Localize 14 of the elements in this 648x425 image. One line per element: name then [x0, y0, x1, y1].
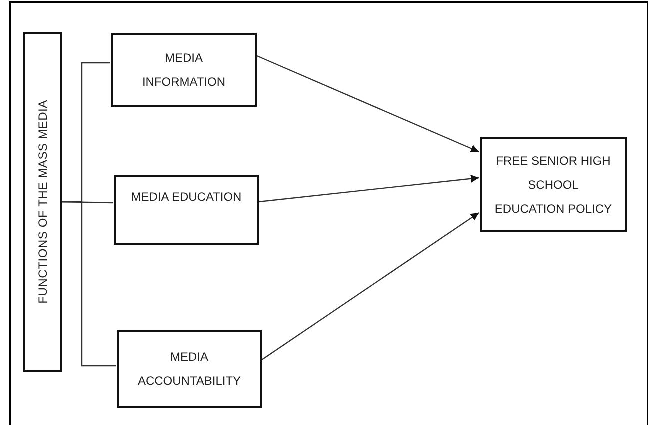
text-box: [480, 137, 627, 232]
box-label: FREE SENIOR HIGH SCHOOL EDUCATION POLICY: [494, 152, 612, 218]
box-label: MEDIA ACCOUNTABILITY: [136, 349, 242, 390]
connector-line: [62, 201, 116, 367]
box-label: MEDIA INFORMATION: [141, 50, 227, 91]
text-box: [114, 175, 259, 245]
arrow: [256, 55, 480, 153]
vertical-label-box: [23, 32, 62, 372]
text-box: [117, 330, 262, 408]
arrow: [258, 174, 480, 203]
arrow: [262, 212, 480, 360]
box-label: FUNCTIONS OF THE MASS MEDIA: [36, 100, 50, 304]
box-label: MEDIA EDUCATION: [131, 189, 242, 206]
text-box: [111, 33, 257, 107]
